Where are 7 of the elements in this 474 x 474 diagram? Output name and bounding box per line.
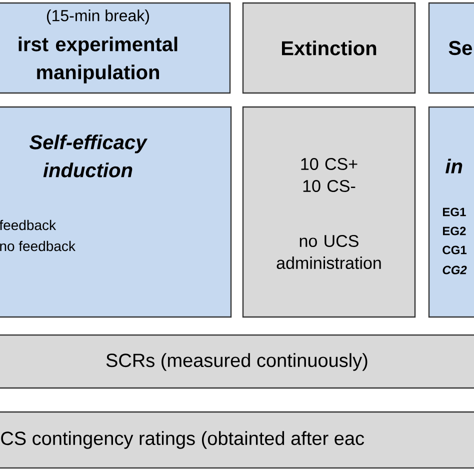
phase-box: Extinction [242,2,416,94]
condition-box: 10 CS+ 10 CS- no UCS administration [242,106,416,318]
condition-box: in EG1 EG2 CG1 CG2 [428,106,474,318]
phase-box: (15-min break) irst experimental manipulation [0,2,231,94]
measure-band: CS contingency ratings (obtainted after eac [0,411,474,469]
measure-band: SCRs (measured continuously) [0,334,474,389]
phase-box: Se [428,2,474,94]
